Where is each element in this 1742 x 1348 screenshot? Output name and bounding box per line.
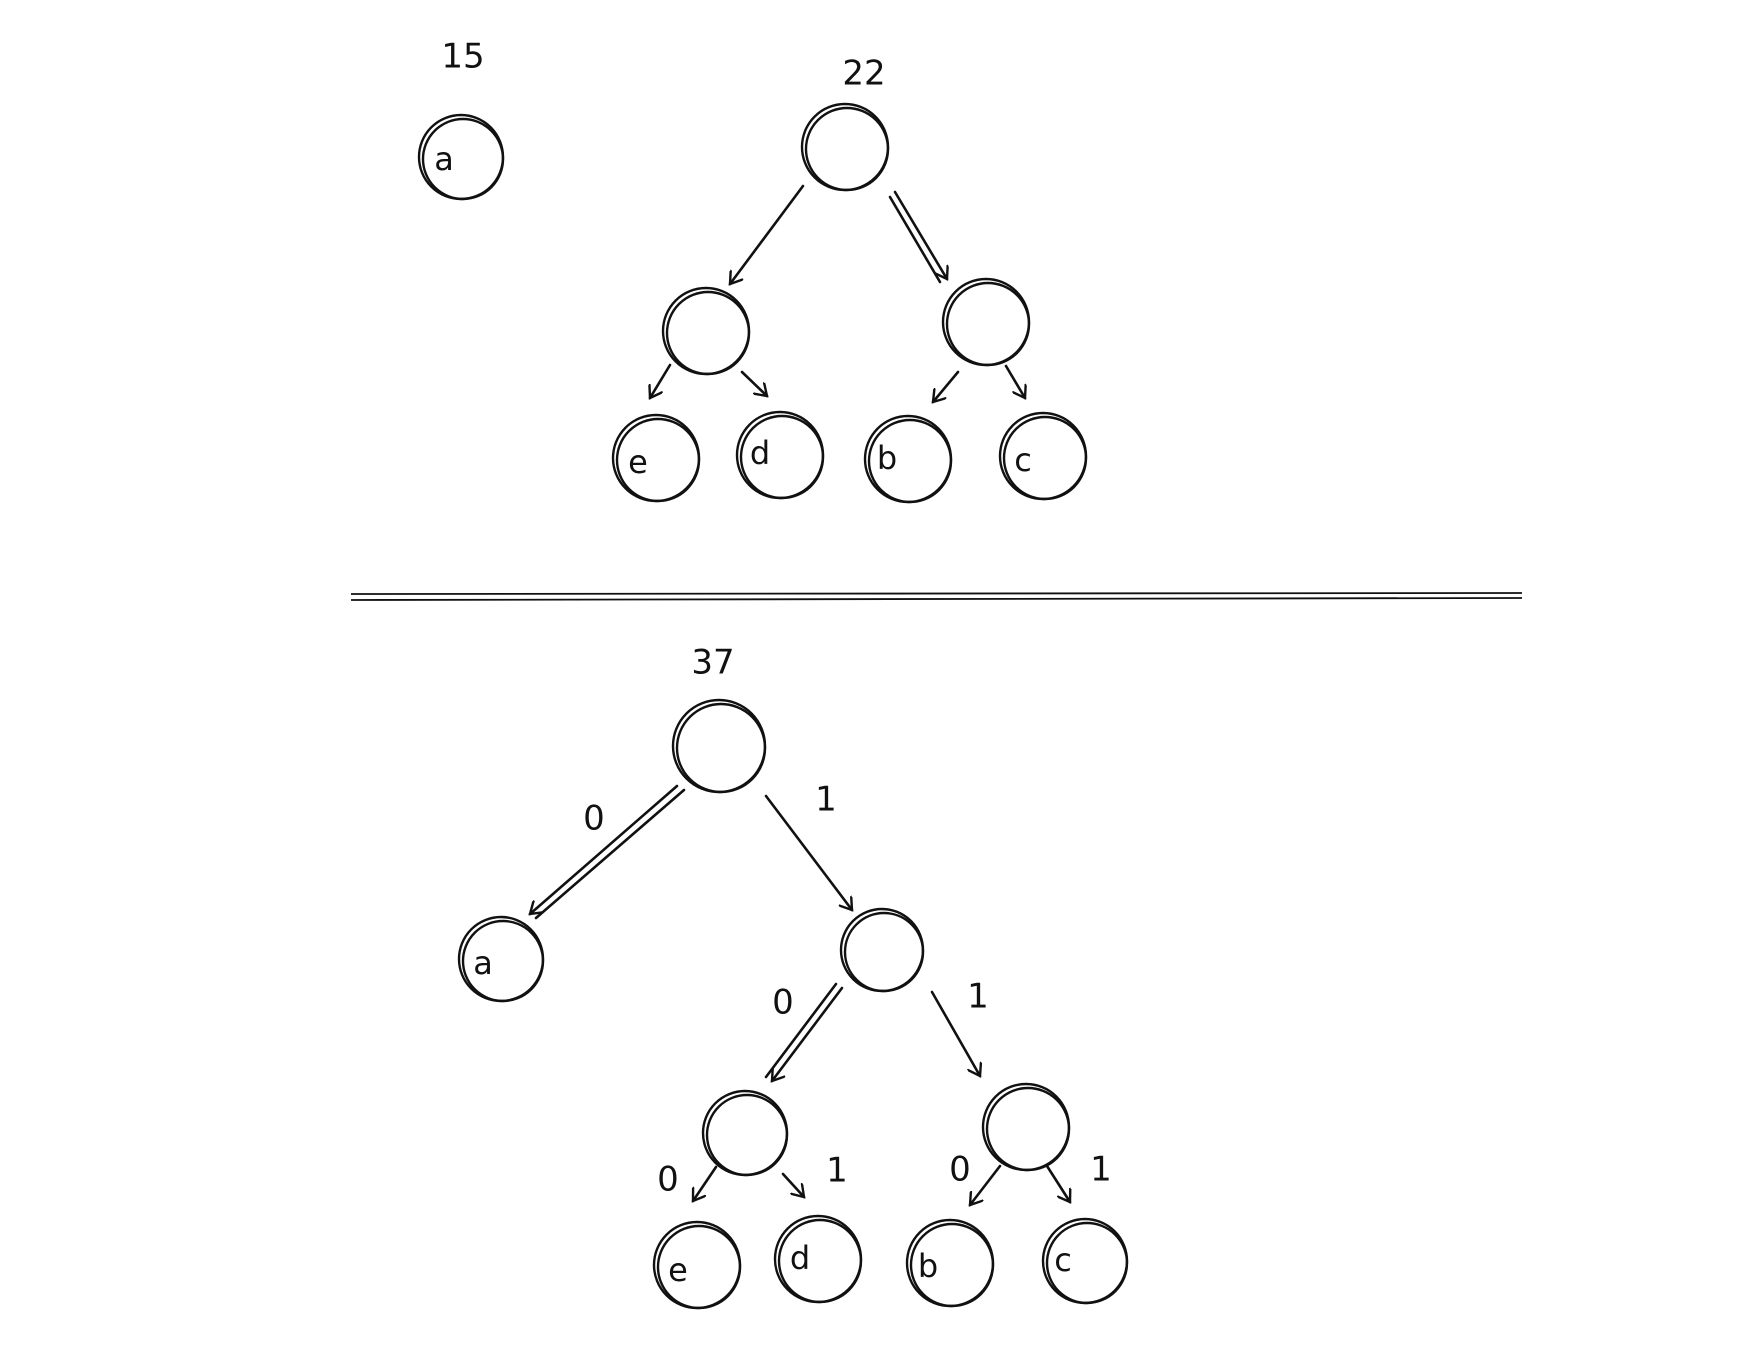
node-e-bottom-label: e [668,1251,688,1289]
node-c-bottom: c [1041,1217,1129,1305]
node-d: d [735,410,825,500]
tree-weight-37: 37 0 1 0 1 0 1 0 [457,643,1129,1310]
node-a: a [417,113,505,201]
node-d-label: d [750,434,770,472]
node-a-bottom: a [457,915,545,1003]
node-e-bottom: e [652,1220,742,1310]
node-d-bottom-label: d [790,1239,810,1277]
node-internal-left [661,286,751,376]
edge-labels: 0 1 0 1 0 1 0 1 [583,780,1112,1200]
edge-lower-left-to-d [781,1172,804,1197]
top-section: 15 a 22 [417,37,1088,504]
node-b-bottom: b [905,1218,995,1308]
node-root-22 [800,102,890,192]
tree-22-edges [650,184,1025,402]
section-divider [350,592,1523,601]
node-lower-left [701,1089,789,1177]
edge-right-to-c [1004,364,1025,398]
edge-label-lower-right-left: 0 [949,1150,971,1190]
edge-lower-right-to-b [970,1164,1002,1205]
edge-label-root-right: 1 [815,780,837,820]
edge-mid-to-lower-left-double [764,982,838,1079]
tree-weight-22: 22 [611,54,1088,504]
edge-label-lower-left-right: 1 [826,1151,848,1191]
edge-label-mid-right: 1 [967,977,989,1017]
edge-left-to-d [740,370,767,396]
edge-root-to-a-double [534,788,686,920]
edge-mid-to-lower-right [930,990,980,1076]
edge-right-to-b [933,370,960,402]
node-b-label: b [877,439,897,477]
node-e-label: e [628,443,648,481]
node-b: b [863,414,953,504]
node-lower-right [981,1082,1071,1172]
node-e: e [611,413,701,503]
edge-root-to-a [530,784,679,914]
node-c-label: c [1014,441,1032,479]
weight-label-22: 22 [842,54,885,94]
node-a-bottom-label: a [473,944,493,982]
edge-label-root-left: 0 [583,799,605,839]
node-root-37 [671,698,767,794]
node-mid [839,907,925,993]
tree-37-edges [530,784,1070,1205]
edge-root-to-right [893,190,947,279]
tree-a-weight-15: 15 a [417,37,505,201]
edge-mid-to-lower-left [772,986,844,1081]
weight-label-37: 37 [691,643,734,683]
edge-lower-left-to-e [691,1165,718,1201]
node-c-bottom-label: c [1054,1241,1072,1279]
weight-label-15: 15 [441,37,484,77]
edge-root-to-mid [764,794,852,910]
edge-label-lower-left-left: 0 [657,1160,679,1200]
edge-label-mid-left: 0 [772,983,794,1023]
node-c: c [998,411,1088,501]
node-internal-right [941,277,1031,367]
node-d-bottom: d [773,1214,863,1304]
edge-root-to-left [728,184,805,284]
node-b-bottom-label: b [918,1247,938,1285]
edge-lower-right-to-c [1045,1164,1070,1202]
bottom-section: 37 0 1 0 1 0 1 0 [457,643,1129,1310]
edge-left-to-e [650,363,672,398]
edge-root-to-right-double [888,195,942,284]
node-a-label: a [434,140,454,178]
edge-label-lower-right-right: 1 [1090,1150,1112,1190]
